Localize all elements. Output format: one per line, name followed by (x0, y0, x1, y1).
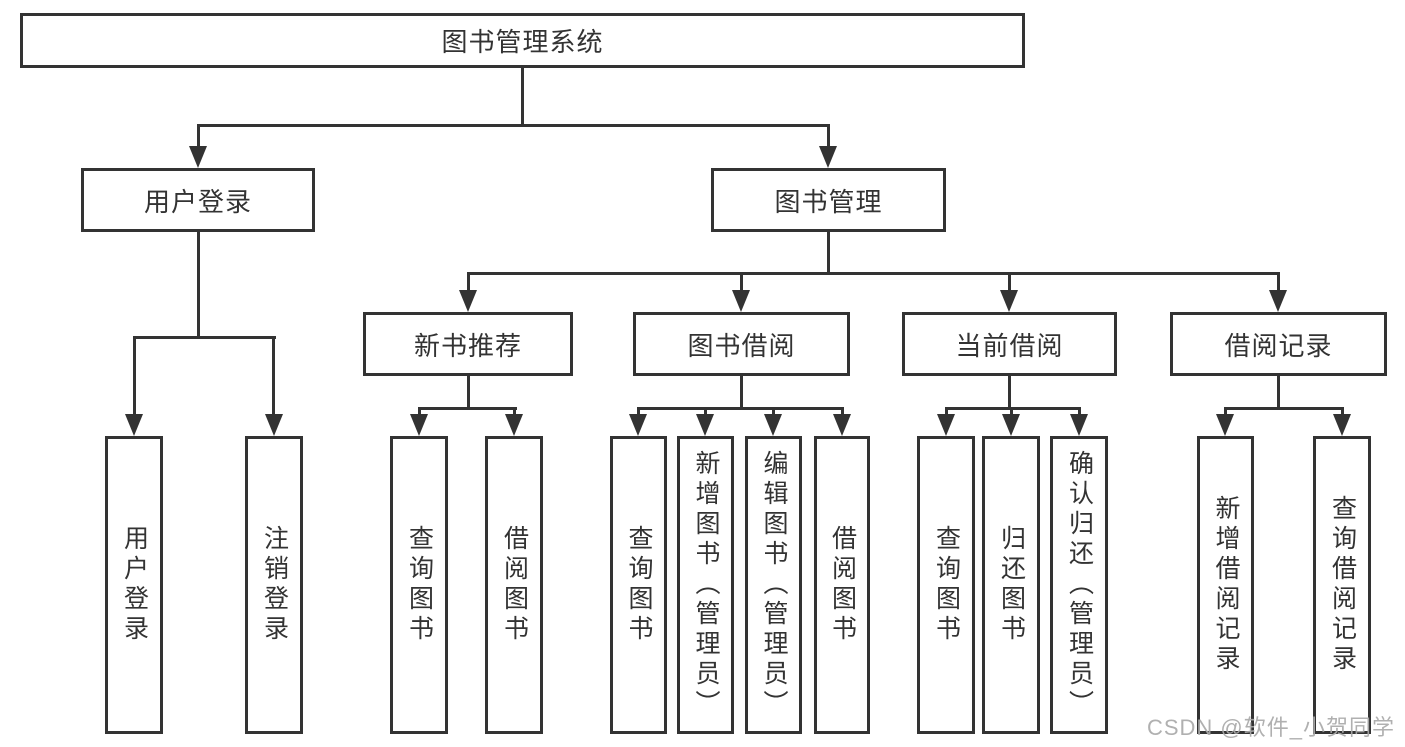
node-user-login: 用户登录 (81, 168, 315, 232)
connector-book-management-rail (467, 272, 1280, 275)
connector-nbr-drop-2 (513, 407, 516, 418)
leaf-borrow-books-2: 借阅图书 (814, 436, 870, 734)
connector-bb-drop-1 (637, 407, 640, 418)
node-borrow-records-label: 借阅记录 (1224, 330, 1333, 361)
connector-new-book-recommend-rail (418, 407, 517, 410)
leaf-borrow-books-1: 借阅图书 (485, 436, 543, 734)
arrow-down-leaf-user-login (125, 414, 143, 436)
connector-borrow-records-stub (1277, 376, 1280, 407)
arrow-down-borrow-books-2 (833, 414, 851, 436)
leaf-edit-books-admin: 编辑图书（管理员） (745, 436, 802, 734)
connector-cb-drop-3 (1078, 407, 1081, 418)
connector-borrow-records-rail (1224, 407, 1344, 410)
leaf-user-login: 用户登录 (105, 436, 163, 734)
connector-bb-drop-2 (704, 407, 707, 418)
connector-root-rail (197, 124, 830, 127)
watermark-csdn: CSDN @软件_小贺同学 (1146, 715, 1395, 740)
arrow-down-query-books-1 (410, 414, 428, 436)
connector-current-borrowing-stub (1008, 376, 1011, 407)
leaf-query-books-1-label: 查询图书 (405, 525, 434, 645)
node-book-management-label: 图书管理 (774, 186, 883, 217)
connector-user-login-drop-1 (133, 336, 136, 418)
arrow-down-return-books (1002, 414, 1020, 436)
leaf-add-borrow-record: 新增借阅记录 (1197, 436, 1254, 734)
node-new-book-recommend: 新书推荐 (363, 312, 573, 376)
leaf-edit-books-admin-label: 编辑图书（管理员） (760, 450, 788, 720)
arrow-down-book-borrowing (732, 290, 750, 312)
node-library-system-label: 图书管理系统 (441, 27, 604, 57)
arrow-down-add-borrow-record (1216, 414, 1234, 436)
connector-new-book-recommend-stub (467, 376, 470, 407)
connector-drop-borrow-records (1277, 272, 1280, 294)
leaf-user-login-label: 用户登录 (120, 525, 149, 645)
leaf-confirm-return-admin: 确认归还（管理员） (1050, 436, 1108, 734)
leaf-borrow-books-2-label: 借阅图书 (828, 525, 857, 645)
leaf-add-borrow-record-label: 新增借阅记录 (1212, 495, 1240, 675)
arrow-down-borrow-books-1 (505, 414, 523, 436)
leaf-query-borrow-record-label: 查询借阅记录 (1328, 495, 1357, 675)
leaf-add-books-admin-label: 新增图书（管理员） (692, 450, 720, 720)
connector-cb-drop-1 (945, 407, 948, 418)
node-current-borrowing-label: 当前借阅 (955, 330, 1064, 361)
arrow-down-book-management (819, 146, 837, 168)
leaf-query-books-1: 查询图书 (390, 436, 448, 734)
connector-drop-new-book-recommend (467, 272, 470, 294)
arrow-down-query-books-2 (629, 414, 647, 436)
leaf-query-borrow-record: 查询借阅记录 (1313, 436, 1371, 734)
arrow-down-add-books-admin (696, 414, 714, 436)
arrow-down-query-books-3 (937, 414, 955, 436)
arrow-down-borrow-records (1269, 290, 1287, 312)
node-library-system: 图书管理系统 (20, 13, 1025, 68)
connector-root-drop-book-management (827, 124, 830, 150)
connector-nbr-drop-1 (418, 407, 421, 418)
node-book-borrowing: 图书借阅 (633, 312, 850, 376)
connector-user-login-drop-2 (272, 336, 275, 418)
node-borrow-records: 借阅记录 (1170, 312, 1387, 376)
connector-bb-drop-4 (841, 407, 844, 418)
leaf-return-books-label: 归还图书 (997, 525, 1026, 645)
node-book-management: 图书管理 (711, 168, 946, 232)
connector-bb-drop-3 (772, 407, 775, 418)
connector-book-borrowing-rail (637, 407, 844, 410)
connector-root-drop-user-login (197, 124, 200, 150)
leaf-confirm-return-admin-label: 确认归还（管理员） (1065, 450, 1094, 720)
arrow-down-edit-books-admin (764, 414, 782, 436)
arrow-down-current-borrowing (1000, 290, 1018, 312)
connector-drop-current-borrowing (1008, 272, 1011, 294)
arrow-down-confirm-return-admin (1070, 414, 1088, 436)
connector-root-stub (521, 68, 524, 124)
arrow-down-leaf-logout (265, 414, 283, 436)
leaf-query-books-3: 查询图书 (917, 436, 975, 734)
connector-br-drop-1 (1224, 407, 1227, 418)
leaf-query-books-2: 查询图书 (610, 436, 667, 734)
node-new-book-recommend-label: 新书推荐 (413, 330, 522, 361)
node-book-borrowing-label: 图书借阅 (687, 330, 796, 361)
arrow-down-user-login (189, 146, 207, 168)
connector-cb-drop-2 (1010, 407, 1013, 418)
leaf-return-books: 归还图书 (982, 436, 1040, 734)
arrow-down-query-borrow-record (1333, 414, 1351, 436)
connector-user-login-stub (197, 232, 200, 336)
connector-book-borrowing-stub (740, 376, 743, 407)
leaf-add-books-admin: 新增图书（管理员） (677, 436, 734, 734)
leaf-logout-label: 注销登录 (260, 525, 289, 645)
leaf-logout: 注销登录 (245, 436, 303, 734)
node-current-borrowing: 当前借阅 (902, 312, 1117, 376)
leaf-query-books-3-label: 查询图书 (932, 525, 961, 645)
connector-br-drop-2 (1341, 407, 1344, 418)
connector-drop-book-borrowing (740, 272, 743, 294)
connector-user-login-rail (133, 336, 276, 339)
leaf-borrow-books-1-label: 借阅图书 (500, 525, 529, 645)
leaf-query-books-2-label: 查询图书 (625, 525, 653, 645)
connector-book-management-stub (827, 232, 830, 272)
node-user-login-label: 用户登录 (143, 186, 252, 217)
arrow-down-new-book-recommend (459, 290, 477, 312)
